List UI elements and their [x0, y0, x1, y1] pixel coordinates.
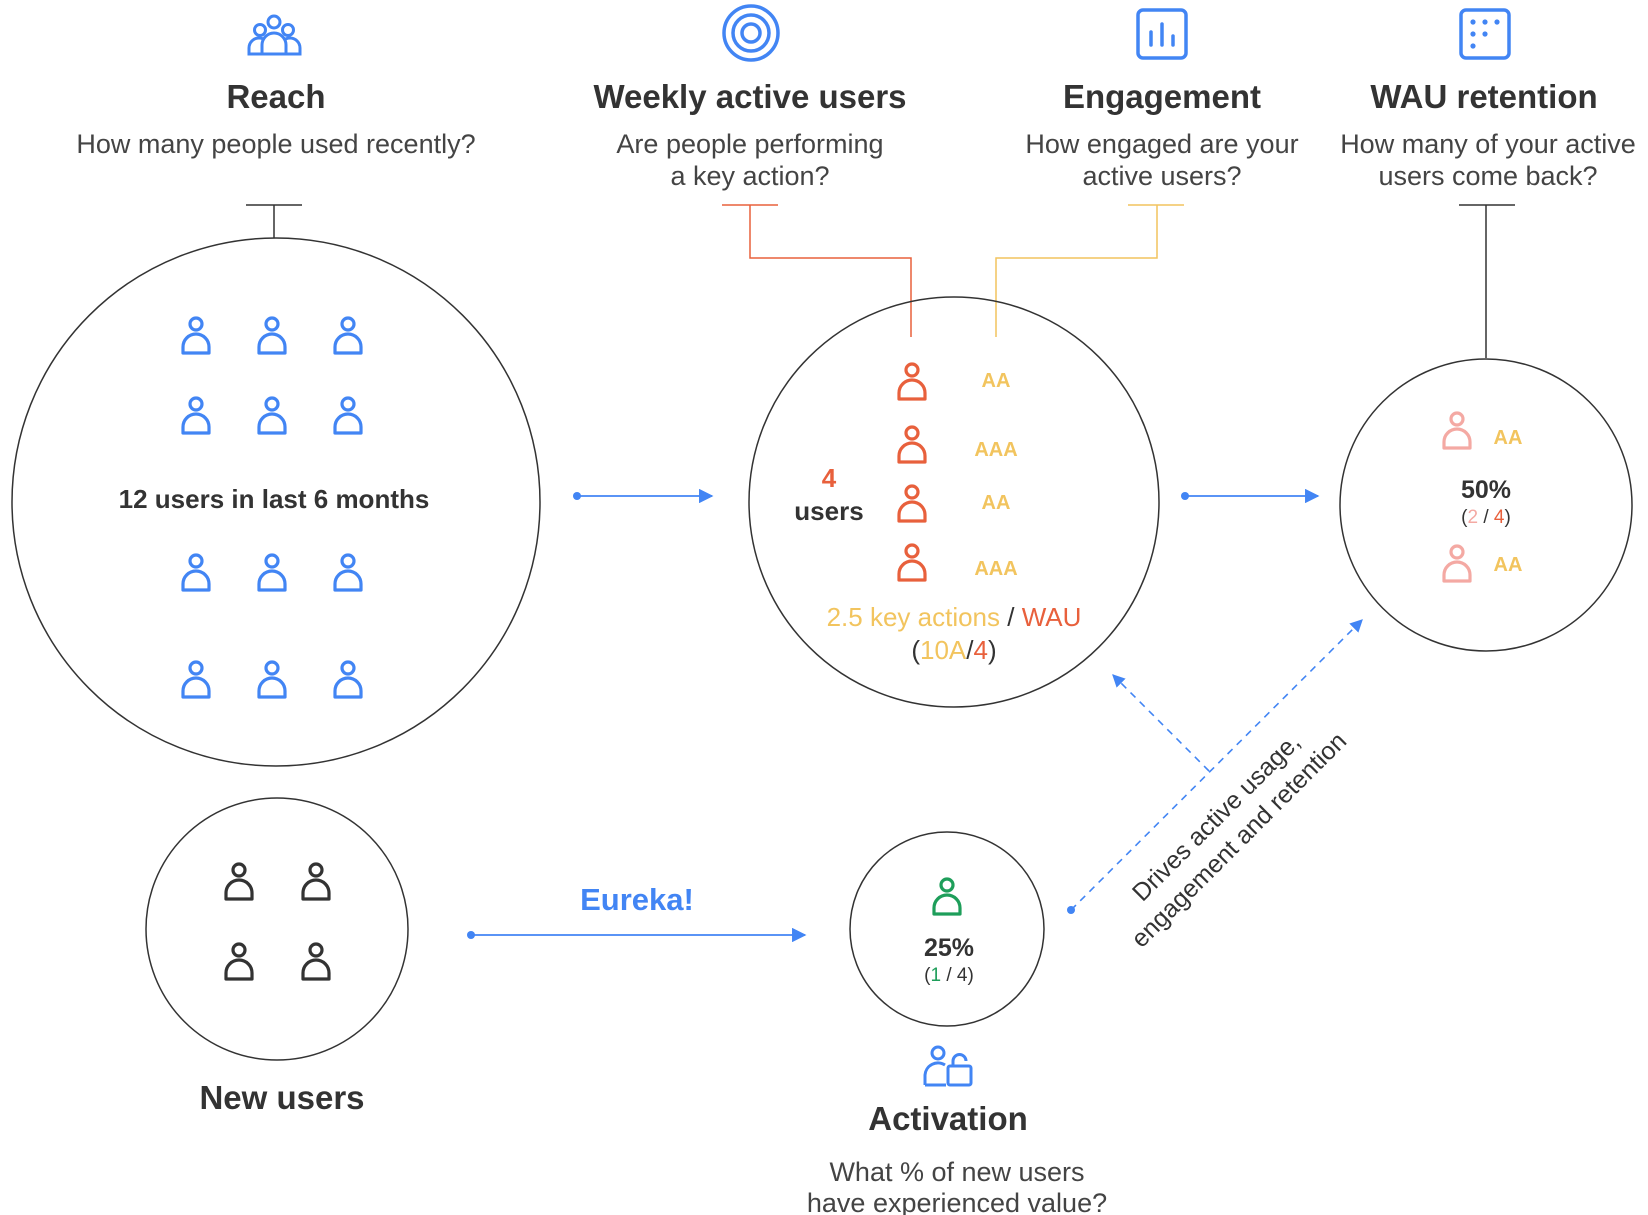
dice-grid-icon — [1459, 8, 1511, 60]
engagement-subtitle-line1: How engaged are your — [1025, 129, 1298, 159]
user-icon — [897, 543, 927, 582]
user-icon — [181, 316, 211, 355]
reach-title: Reach — [226, 78, 325, 115]
new-users-title: New users — [199, 1079, 364, 1116]
reach-connector — [246, 204, 302, 238]
wau-action-label: AA — [982, 370, 1011, 392]
retention-subtitle-line1: How many of your active — [1340, 129, 1636, 159]
engagement-subtitle-line2: active users? — [1082, 161, 1241, 191]
svg-text:engagement and retention: engagement and retention — [1126, 727, 1352, 953]
wau-title: Weekly active users — [593, 78, 906, 115]
eureka-label: Eureka! — [580, 882, 694, 917]
user-icon — [181, 553, 211, 592]
user-icon — [897, 484, 927, 523]
new-users-circle — [145, 797, 409, 1061]
wau-to-retention-arrow — [1181, 488, 1320, 504]
user-icon — [301, 942, 331, 981]
user-icon — [333, 660, 363, 699]
retention-circle — [1339, 358, 1633, 652]
user-icon — [932, 877, 962, 916]
wau-count-label: users — [794, 496, 863, 526]
user-icon — [181, 660, 211, 699]
user-lock-icon — [923, 1045, 973, 1087]
activation-percent: 25% — [924, 934, 974, 962]
group-icon — [247, 14, 302, 56]
user-icon — [333, 553, 363, 592]
wau-formula: (10A/4) — [911, 635, 996, 665]
user-icon — [257, 553, 287, 592]
retention-subtitle-line2: users come back? — [1378, 161, 1597, 191]
wau-subtitle-line2: a key action? — [670, 161, 829, 191]
eureka-arrow — [467, 927, 807, 943]
retention-action-label: AA — [1494, 427, 1523, 449]
retention-title: WAU retention — [1370, 78, 1597, 115]
wau-users — [897, 362, 927, 582]
retention-action-label: AA — [1494, 554, 1523, 576]
wau-subtitle-line1: Are people performing — [616, 129, 883, 159]
wau-connector — [722, 204, 912, 337]
activation-title: Activation — [868, 1100, 1028, 1137]
user-icon — [224, 862, 254, 901]
wau-action-label: AA — [982, 492, 1011, 514]
user-icon — [333, 396, 363, 435]
engagement-title: Engagement — [1063, 78, 1261, 115]
retention-fraction: (2 / 4) — [1461, 507, 1511, 528]
reach-subtitle: How many people used recently? — [76, 129, 475, 159]
reach-center-label: 12 users in last 6 months — [119, 484, 430, 514]
drives-arrows — [1067, 619, 1363, 914]
user-icon — [224, 942, 254, 981]
user-icon — [257, 396, 287, 435]
user-icon — [897, 425, 927, 464]
user-icon — [181, 396, 211, 435]
wau-circle — [748, 296, 1160, 708]
user-icon — [333, 316, 363, 355]
user-icon — [1442, 411, 1472, 450]
wau-action-label: AAA — [974, 558, 1017, 580]
user-icon — [257, 316, 287, 355]
user-icon — [257, 660, 287, 699]
bar-chart-icon — [1136, 8, 1188, 60]
activation-circle — [849, 831, 1045, 1027]
engagement-connector — [995, 204, 1184, 337]
activation-fraction: (1 / 4) — [924, 965, 974, 986]
user-icon — [1442, 544, 1472, 583]
activation-user — [932, 877, 962, 916]
activation-subtitle-line2: have experienced value? — [807, 1188, 1107, 1215]
drives-label: Drives active usage, engagement and rete… — [1126, 727, 1352, 953]
wau-count: 4 — [822, 463, 837, 493]
user-icon — [897, 362, 927, 401]
target-icon — [722, 4, 780, 62]
reach-to-wau-arrow — [573, 488, 714, 504]
retention-connector — [1459, 204, 1515, 358]
retention-percent: 50% — [1461, 476, 1511, 504]
activation-subtitle-line1: What % of new users — [829, 1157, 1084, 1187]
wau-metric: 2.5 key actions / WAU — [827, 602, 1082, 632]
reach-circle — [11, 237, 541, 767]
new-users-icons — [224, 862, 331, 981]
user-icon — [301, 862, 331, 901]
wau-action-label: AAA — [974, 439, 1017, 461]
